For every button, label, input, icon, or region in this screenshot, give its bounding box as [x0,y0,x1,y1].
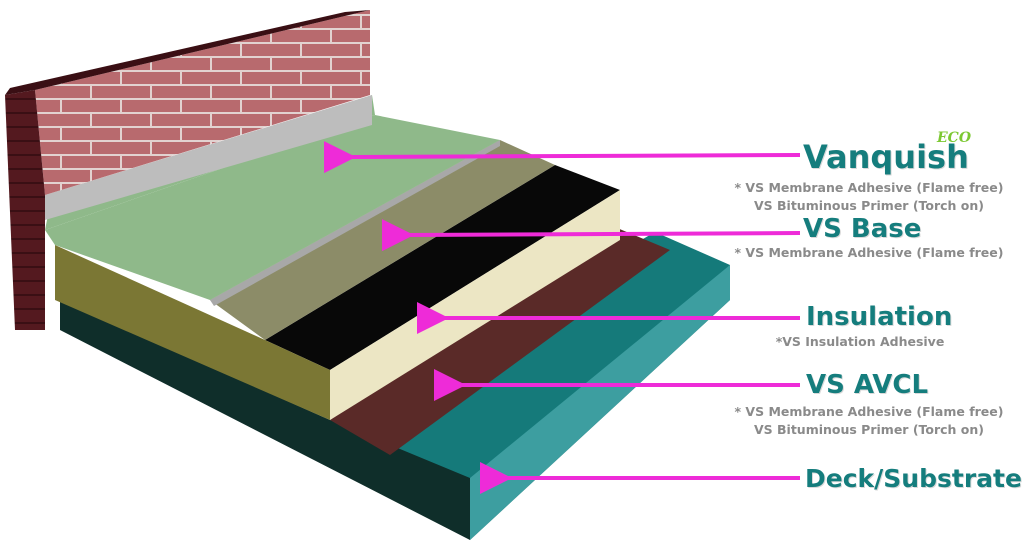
vanquish-note-1: * VS Membrane Adhesive (Flame free) [734,180,1004,195]
avcl-layer [330,225,670,455]
vs-avcl-title: VS AVCL [806,370,929,400]
arrow-vanquish [323,141,801,174]
upstand-strip [45,95,372,220]
pointer-arrows [323,141,801,494]
insulation-title: Insulation [806,302,953,332]
vanquish-note-2: VS Bituminous Primer (Torch on) [753,198,985,213]
vs-avcl-note-1: * VS Membrane Adhesive (Flame free) [734,404,1004,419]
insulation-layer [55,165,620,420]
deck-title: Deck/Substrate [805,464,1022,493]
vs-base-title: VS Base [803,214,922,244]
brick-wall [5,10,370,330]
eco-badge: ECO [937,130,972,146]
vs-avcl-note-2: VS Bituminous Primer (Torch on) [753,422,985,437]
insulation-note-1: *VS Insulation Adhesive [775,334,945,349]
vs-base-note-1: * VS Membrane Adhesive (Flame free) [734,245,1004,260]
arrow-vs-base [381,219,801,252]
vanquish-title: Vanquish [803,138,969,176]
